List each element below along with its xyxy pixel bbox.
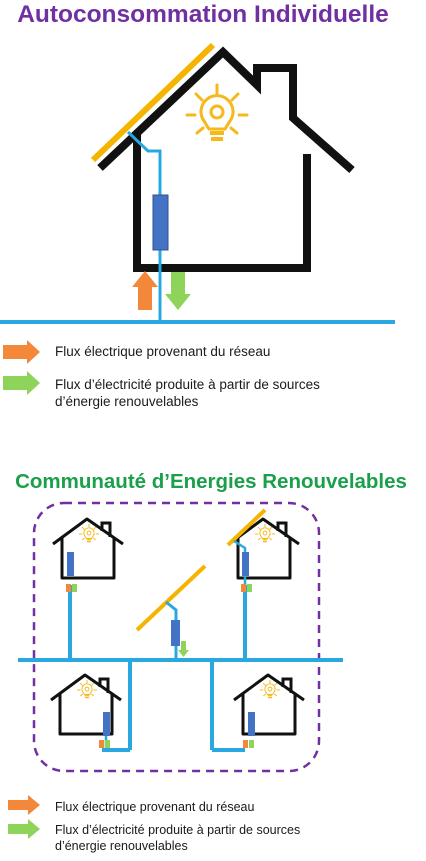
arrow-down-icon <box>165 272 191 310</box>
title-communaute: Communauté d’Energies Renouvelables <box>15 470 407 493</box>
house-2 <box>226 508 301 592</box>
meter-icon <box>152 194 169 251</box>
community-border <box>32 501 321 773</box>
house-icon <box>97 46 355 272</box>
central-solar-installation <box>135 564 207 660</box>
community-grid <box>18 585 343 752</box>
house-3 <box>49 673 123 752</box>
house-4 <box>232 673 306 748</box>
solar-panel-icon <box>90 42 216 163</box>
legend-arrow-grid-icon-2 <box>8 795 40 815</box>
legend-arrow-grid-icon <box>3 340 40 364</box>
legend-renewable-label: Flux d’électricité produite à partir de … <box>55 377 320 409</box>
light-bulb-icon <box>185 83 249 143</box>
legend-renewable-label-2: Flux d’électricité produite à partir de … <box>55 823 301 853</box>
legend-grid-label-2: Flux électrique provenant du réseau <box>55 800 255 814</box>
arrow-up-icon <box>132 271 158 310</box>
legend-grid-label: Flux électrique provenant du réseau <box>55 344 271 359</box>
legend-arrow-renewable-icon <box>3 371 40 395</box>
house-1 <box>51 517 125 592</box>
title-autoconsommation: Autoconsommation Individuelle <box>17 1 389 28</box>
legend-arrow-renewable-icon-2 <box>8 819 40 839</box>
